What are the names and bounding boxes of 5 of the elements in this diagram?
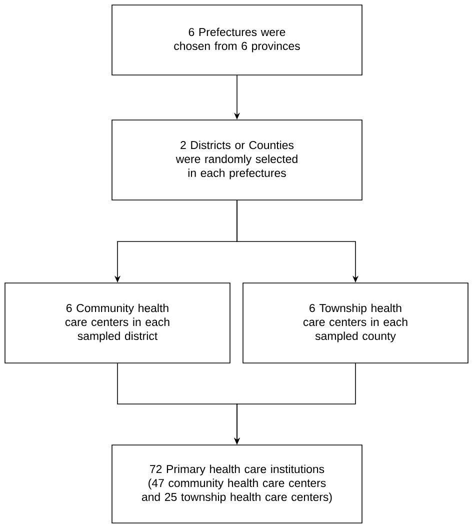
process-box: 6 Community health care centers in each sampled district xyxy=(4,282,230,364)
process-box: 2 Districts or Counties were randomly selected in each prefectures xyxy=(112,120,362,200)
process-box: 6 Prefectures were chosen from 6 provinces xyxy=(112,4,362,76)
process-box: 6 Township health care centers in each sampled county xyxy=(242,282,468,364)
process-box: 72 Primary health care institutions (47 community health care centers and 25 township health care centers) xyxy=(112,444,362,524)
